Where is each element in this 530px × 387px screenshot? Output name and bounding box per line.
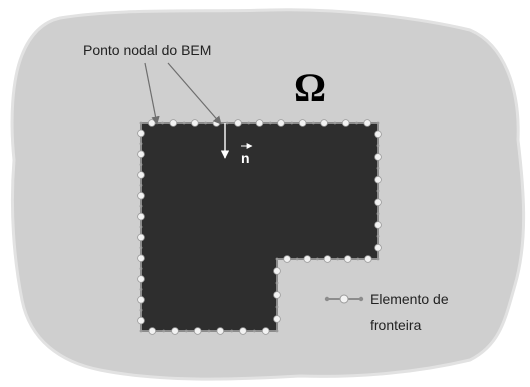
element-endpoint <box>225 121 229 125</box>
domain-symbol: Ω <box>294 65 326 110</box>
boundary-node <box>323 255 332 263</box>
element-endpoint <box>376 121 380 125</box>
element-endpoint <box>182 121 186 125</box>
boundary-node <box>148 119 156 127</box>
element-endpoint <box>139 204 143 208</box>
element-endpoint <box>139 308 143 312</box>
element-endpoint <box>139 163 143 167</box>
boundary-node <box>234 119 242 127</box>
legend-label-line1: Elemento de <box>370 291 449 307</box>
boundary-node <box>137 212 145 221</box>
element-endpoint <box>275 329 279 333</box>
nodal-pointer-left <box>144 62 160 125</box>
legend-endpoint <box>358 296 364 302</box>
element-endpoint <box>139 246 143 250</box>
boundary-node <box>374 130 382 139</box>
boundary-node <box>341 119 350 127</box>
element-endpoint <box>139 329 143 333</box>
element-endpoint <box>139 267 143 270</box>
element-endpoint <box>376 212 380 216</box>
boundary-node <box>137 254 145 263</box>
boundary-node <box>277 119 285 127</box>
boundary-node <box>273 291 281 299</box>
element-endpoint <box>336 257 339 261</box>
boundary-node <box>374 175 382 184</box>
element-endpoint <box>356 257 360 261</box>
boundary-node <box>137 295 145 304</box>
nodal-point-label: Ponto nodal do BEM <box>83 42 211 58</box>
boundary-node <box>137 275 145 283</box>
boundary-node <box>137 233 145 242</box>
legend-boundary-element: Elemento de fronteira <box>324 291 449 333</box>
boundary-node <box>273 315 281 323</box>
boundary-node <box>298 119 307 127</box>
element-endpoint <box>139 184 143 187</box>
element-endpoint <box>376 166 380 170</box>
boundary-node <box>137 129 145 138</box>
boundary-node <box>320 119 328 127</box>
element-endpoint <box>316 257 319 261</box>
element-endpoint <box>376 144 380 148</box>
element-endpoint <box>376 257 380 261</box>
legend-label-line2: fronteira <box>370 317 422 333</box>
element-endpoint <box>275 257 279 261</box>
element-endpoint <box>312 121 315 125</box>
element-endpoint <box>376 234 380 238</box>
boundary-node <box>137 171 145 179</box>
nodal-pointer-right <box>167 62 222 125</box>
element-endpoint <box>139 142 143 146</box>
element-endpoint <box>204 121 208 125</box>
boundary-node <box>216 327 225 335</box>
boundary-node <box>191 119 199 127</box>
element-endpoint <box>161 121 164 125</box>
boundary-node <box>255 119 264 127</box>
element-endpoint <box>139 288 143 291</box>
boundary-node <box>343 255 352 263</box>
boundary-node <box>239 327 247 335</box>
element-endpoint <box>139 225 143 229</box>
element-endpoint <box>230 329 234 333</box>
boundary-node <box>374 221 382 229</box>
element-endpoint <box>290 121 294 125</box>
legend-endpoint <box>324 296 330 302</box>
boundary-node <box>171 327 179 335</box>
element-endpoint <box>252 329 256 333</box>
boundary-node <box>261 327 270 335</box>
element-endpoint <box>162 329 166 333</box>
boundary-node <box>364 255 372 263</box>
boundary-node <box>137 192 145 200</box>
normal-vector-label: n <box>241 150 250 166</box>
element-endpoint <box>268 121 272 125</box>
element-endpoint <box>207 329 211 333</box>
boundary-node <box>303 255 312 263</box>
element-endpoint <box>184 329 188 333</box>
boundary-node <box>374 153 382 161</box>
boundary-node <box>137 316 145 325</box>
element-endpoint <box>139 121 143 125</box>
boundary-node <box>273 267 281 275</box>
boundary-node <box>374 198 382 207</box>
element-endpoint <box>247 121 251 125</box>
element-endpoint <box>275 305 279 309</box>
boundary-node <box>374 243 382 252</box>
boundary-node <box>363 119 372 127</box>
boundary-node <box>169 119 178 127</box>
element-endpoint <box>333 121 337 125</box>
boundary-node <box>283 255 291 263</box>
element-endpoint <box>295 257 299 261</box>
element-endpoint <box>376 189 380 193</box>
legend-node <box>339 294 349 304</box>
boundary-node <box>193 327 202 335</box>
element-endpoint <box>355 121 358 125</box>
boundary-node <box>148 327 157 335</box>
boundary-node <box>137 150 145 159</box>
element-endpoint <box>275 281 279 285</box>
